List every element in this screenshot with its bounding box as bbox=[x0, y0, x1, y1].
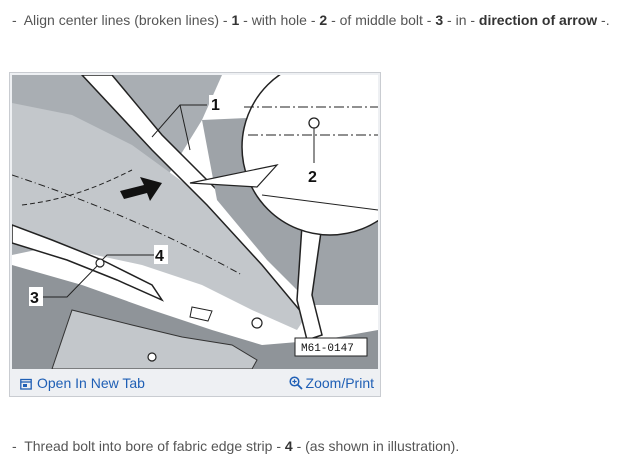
callout-4: 4 bbox=[155, 248, 164, 265]
callout-ref: 2 bbox=[319, 12, 328, 28]
open-in-new-tab-label: Open In New Tab bbox=[37, 375, 145, 391]
step-bullet: - bbox=[12, 12, 17, 28]
step-text: -. bbox=[597, 12, 610, 28]
step-text: - in - bbox=[443, 12, 479, 28]
callout-ref: 1 bbox=[231, 12, 240, 28]
step-text: Thread bolt into bore of fabric edge str… bbox=[24, 438, 285, 454]
figure-actions: Open In New Tab Zoom/Print bbox=[10, 372, 380, 394]
magnifier-icon bbox=[288, 376, 303, 390]
zoom-print-link[interactable]: Zoom/Print bbox=[288, 375, 374, 391]
instruction-step: - Align center lines (broken lines) - 1 … bbox=[12, 11, 610, 29]
zoom-print-label: Zoom/Print bbox=[305, 375, 374, 391]
step-text: - of middle bolt - bbox=[327, 12, 436, 28]
open-in-new-tab-link[interactable]: Open In New Tab bbox=[20, 375, 145, 391]
emphasis-text: direction of arrow bbox=[478, 12, 598, 28]
open-new-tab-icon bbox=[20, 377, 32, 390]
step-bullet: - bbox=[12, 438, 17, 454]
figure-reference-code: M61-0147 bbox=[301, 343, 354, 355]
callout-2: 2 bbox=[308, 169, 317, 186]
callout-1: 1 bbox=[211, 97, 220, 114]
step-text: - with hole - bbox=[239, 12, 320, 28]
callout-ref: 3 bbox=[435, 12, 444, 28]
illustration-figure: 1 2 3 4 M61-0147 Op bbox=[9, 72, 381, 397]
convertible-top-illustration[interactable]: 1 2 3 4 M61-0147 bbox=[12, 75, 378, 369]
callout-3: 3 bbox=[30, 290, 39, 307]
instruction-step: - Thread bolt into bore of fabric edge s… bbox=[12, 437, 459, 455]
callout-ref: 4 bbox=[284, 438, 293, 454]
step-text: - (as shown in illustration). bbox=[292, 438, 460, 454]
step-text: Align center lines (broken lines) - bbox=[23, 12, 232, 28]
